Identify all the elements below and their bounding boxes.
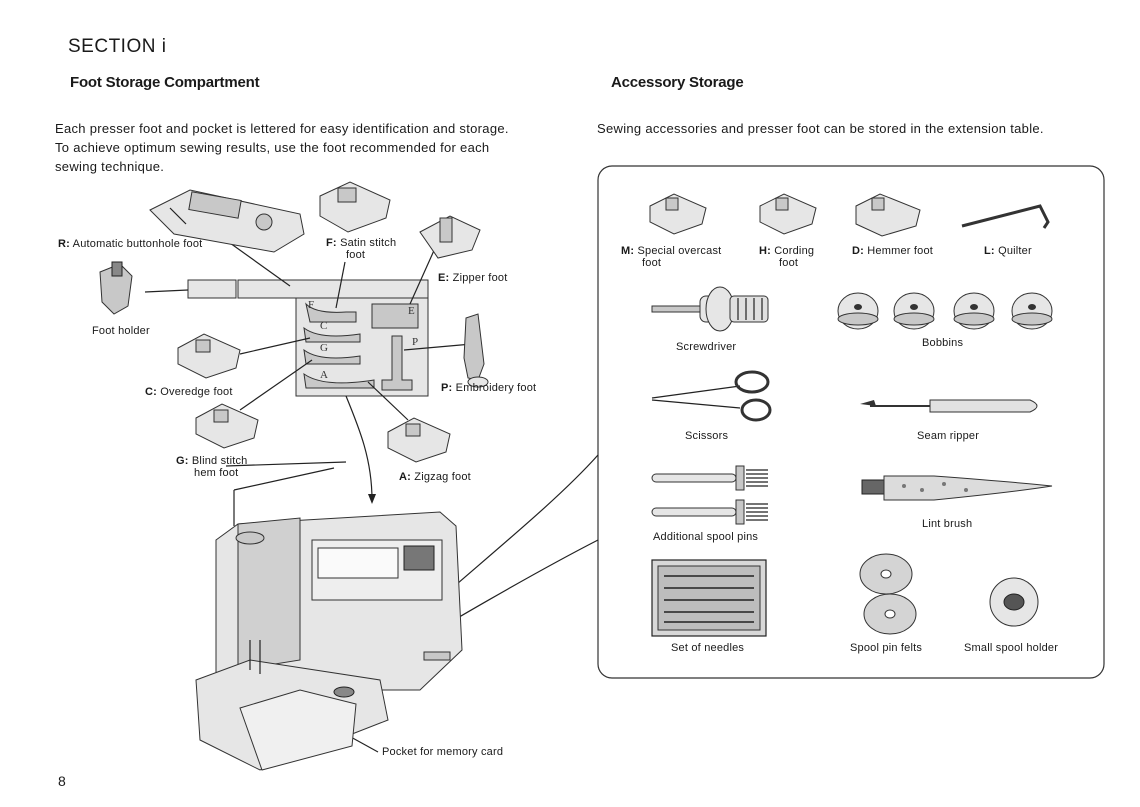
caption-spool-felts: Spool pin felts (850, 642, 923, 654)
spool-felts-drawing (859, 553, 917, 635)
caption-needles: Set of needles (671, 642, 745, 654)
label-pocket: Pocket for memory card (382, 746, 504, 758)
slot-letter-C: C (320, 320, 327, 332)
slot-letter-P: P (412, 336, 418, 348)
foot-storage-intro-line-2: To achieve optimum sewing results, use t… (55, 140, 490, 155)
satin-stitch-foot-drawing (319, 181, 391, 233)
quilter-drawing (961, 204, 1050, 229)
page-number: 8 (58, 773, 66, 789)
hemmer-foot-drawing (855, 193, 921, 237)
overedge-foot-drawing (177, 333, 241, 379)
embroidery-foot-drawing (463, 313, 489, 388)
slot-letter-E: E (408, 305, 415, 317)
caption-seam-ripper: Seam ripper (917, 430, 980, 442)
small-spool-holder-drawing (989, 577, 1039, 627)
foot-storage-compartment: F E C G P A (187, 279, 429, 397)
screwdriver-drawing (651, 286, 769, 332)
overcast-foot-drawing (649, 193, 707, 235)
seam-ripper-drawing (860, 399, 1038, 413)
zipper-foot-drawing (419, 215, 481, 259)
caption-spool-pins: Additional spool pins (653, 531, 759, 543)
label-E: E: Zipper foot (438, 272, 508, 284)
slot-letter-G: G (320, 342, 328, 354)
caption-scissors: Scissors (685, 430, 729, 442)
section-title: SECTION i (68, 36, 167, 57)
label-L: L: Quilter (984, 245, 1032, 257)
foot-storage-heading: Foot Storage Compartment (70, 74, 260, 91)
caption-bobbins: Bobbins (922, 337, 964, 349)
cording-foot-drawing (759, 193, 817, 235)
spool-pins-drawing (651, 465, 768, 525)
label-A: A: Zigzag foot (399, 471, 471, 483)
label-R: R: Automatic buttonhole foot (58, 238, 203, 250)
caption-screwdriver: Screwdriver (676, 341, 737, 353)
sewing-machine-drawing (195, 461, 463, 771)
foot-storage-intro-line-1: Each presser foot and pocket is lettered… (55, 121, 509, 136)
foot-holder-drawing (99, 261, 133, 315)
blind-stitch-foot-drawing (195, 403, 259, 449)
foot-storage-intro-line-3: sewing technique. (55, 159, 165, 174)
bobbins-drawing (837, 292, 1053, 330)
caption-small-spool-holder: Small spool holder (964, 642, 1059, 654)
scissors-drawing (651, 370, 772, 422)
label-C: C: Overedge foot (145, 386, 233, 398)
lint-brush-drawing (861, 475, 1053, 501)
zigzag-foot-drawing (387, 417, 451, 463)
slot-letter-A: A (320, 369, 328, 381)
accessory-storage-intro: Sewing accessories and presser foot can … (597, 121, 1044, 136)
buttonhole-foot-drawing (149, 189, 305, 253)
accessory-panel (597, 165, 1105, 679)
label-D: D: Hemmer foot (852, 245, 934, 257)
accessory-storage-heading: Accessory Storage (611, 74, 744, 91)
caption-lint-brush: Lint brush (922, 518, 973, 530)
slot-letter-F: F (308, 299, 314, 311)
needles-drawing (651, 559, 767, 637)
label-foot-holder: Foot holder (92, 325, 150, 337)
label-P: P: Embroidery foot (441, 382, 537, 394)
